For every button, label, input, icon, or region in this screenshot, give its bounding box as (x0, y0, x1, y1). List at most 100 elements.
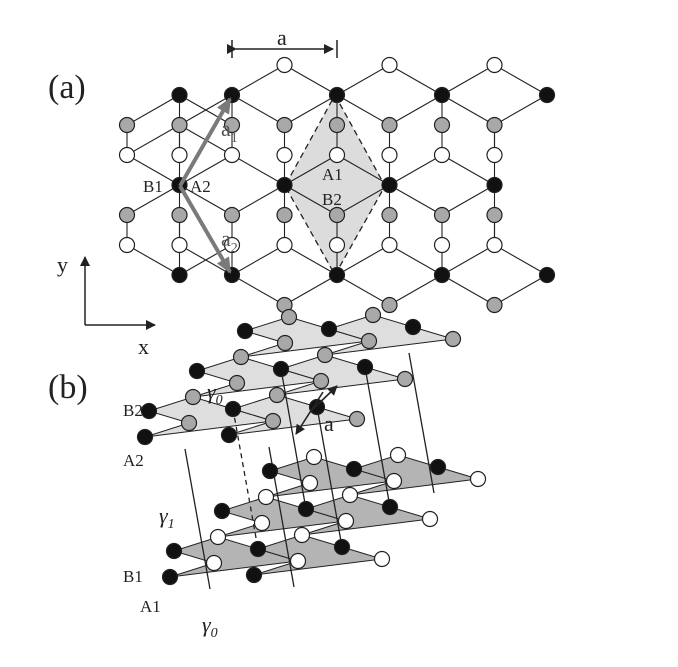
bond (389, 184, 443, 216)
bond (441, 154, 495, 186)
bond (280, 368, 307, 510)
atom-black (381, 176, 398, 194)
atom-gray (180, 414, 198, 432)
atom-white (486, 56, 503, 74)
bond (441, 184, 495, 216)
atom-black (171, 266, 188, 284)
atom-gray (228, 374, 246, 392)
atom-gray (223, 116, 241, 134)
atom-gray (276, 334, 294, 352)
atom-white (223, 236, 241, 254)
atom-black (328, 86, 346, 104)
atom-white (253, 514, 271, 532)
bond (231, 94, 285, 126)
atom-black (245, 566, 263, 584)
label-a-A1: A1 (322, 165, 343, 184)
layer-hexagon-fills (144, 314, 479, 578)
atom-black (486, 176, 503, 194)
gamma0-bottom-label: γ0 (202, 612, 218, 641)
atom-black (328, 266, 346, 284)
atom-gray (223, 206, 241, 224)
atom-black (404, 318, 422, 336)
bond (389, 154, 443, 186)
axis-y-label: y (57, 252, 68, 277)
atom-white (301, 474, 319, 492)
bond (284, 244, 338, 276)
panel-a: (a) a a1 a2 B1 A2 A1 B2 y x (48, 25, 556, 359)
atom-white (276, 146, 293, 164)
vector-a1-label: a1 (221, 116, 238, 146)
atom-gray (486, 296, 503, 314)
atom-white (305, 448, 323, 466)
bond (494, 274, 548, 306)
bond (126, 154, 180, 186)
bond (336, 184, 390, 216)
atom-black (136, 428, 154, 446)
atom-gray (486, 116, 503, 134)
bond (231, 244, 285, 276)
atom-black (345, 460, 363, 478)
lattice-vectors: a1 a2 (178, 97, 238, 274)
atom-black (272, 360, 290, 378)
atom-gray (348, 410, 366, 428)
bond (494, 64, 548, 96)
bond (336, 154, 390, 186)
panel-b: (b) a B2 A2 B1 A1 γ0 γ1 γ0 (48, 306, 487, 641)
atom-gray (171, 116, 188, 134)
atom-black (433, 266, 451, 284)
bond (336, 244, 390, 276)
label-a-A2: A2 (190, 177, 211, 196)
atom-white (381, 236, 398, 254)
atom-gray (264, 412, 282, 430)
atom-gray (268, 386, 286, 404)
atom-black (223, 86, 241, 104)
bond (284, 274, 338, 306)
vector-a1-arrow (178, 97, 232, 187)
bilayer-atoms (136, 306, 487, 586)
bond (284, 154, 338, 186)
vector-a2-arrow (178, 184, 232, 274)
bond (389, 94, 443, 126)
lattice-constant-label: a (277, 25, 287, 50)
atom-white (433, 236, 451, 254)
atom-black (224, 400, 242, 418)
atom-black (213, 502, 231, 520)
bond (316, 406, 343, 548)
atom-white (341, 486, 359, 504)
atom-white (257, 488, 275, 506)
bond (126, 244, 180, 276)
label-b-B2: B2 (123, 401, 143, 420)
atom-white (293, 526, 311, 544)
atom-white (385, 472, 403, 490)
bond (126, 124, 180, 156)
bond (389, 274, 443, 306)
atom-black (261, 462, 279, 480)
atom-white (486, 236, 503, 254)
xy-axes: y x (57, 252, 156, 359)
atom-gray (316, 346, 334, 364)
atom-gray (486, 206, 503, 224)
atom-black (140, 402, 158, 420)
atom-black (220, 426, 238, 444)
atom-black (433, 86, 451, 104)
bond (336, 94, 390, 126)
atom-white (381, 146, 398, 164)
honeycomb-atoms (118, 56, 556, 314)
atom-black (308, 398, 326, 416)
bond (179, 184, 233, 216)
bond (284, 94, 338, 126)
bond (441, 244, 495, 276)
atom-white (171, 236, 188, 254)
atom-black (381, 498, 399, 516)
gamma1-label: γ1 (159, 503, 175, 532)
atom-black (320, 320, 338, 338)
bond (284, 184, 338, 216)
atom-white (209, 528, 227, 546)
bond (284, 64, 338, 96)
atom-black (538, 266, 556, 284)
atom-gray (118, 116, 136, 134)
bond (179, 154, 233, 186)
atom-black (429, 458, 447, 476)
atom-white (276, 236, 293, 254)
